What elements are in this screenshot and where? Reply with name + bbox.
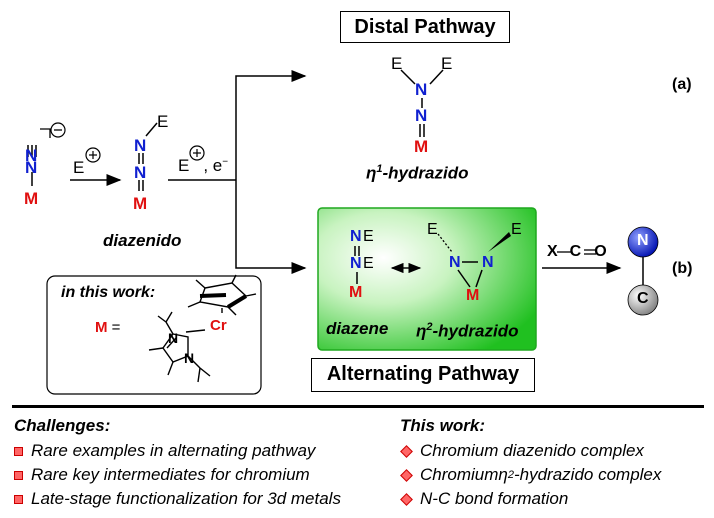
- m-equals: M =: [95, 319, 121, 336]
- eta2-hydrazido-label: η2-hydrazido: [416, 321, 519, 341]
- diazenido-m: M: [133, 194, 148, 213]
- eta2-n2: N: [482, 254, 494, 271]
- eta2-e-right: E: [511, 221, 522, 238]
- diazenido-n1: N: [134, 136, 147, 155]
- divider: [12, 405, 704, 408]
- square-bullet-icon: [14, 446, 23, 456]
- in-this-work-label: in this work:: [61, 284, 156, 301]
- challenge-item-3: Late-stage functionalization for 3d meta…: [14, 489, 341, 509]
- ball-label-c: C: [637, 290, 649, 307]
- this-work-title: This work:: [400, 416, 486, 435]
- eta2-n1: N: [449, 254, 461, 271]
- challenge-item-1: Rare examples in alternating pathway: [14, 441, 315, 461]
- nitrogen-ball: [627, 226, 659, 258]
- diazenido-structure: [138, 122, 158, 191]
- dinitrogen-anion: [27, 122, 66, 186]
- square-bullet-icon: [14, 470, 23, 480]
- diazene-e1: E: [363, 228, 374, 245]
- this-work-item-1: Chromium diazenido complex: [400, 441, 644, 461]
- eta1-hydrazido-structure: [400, 69, 444, 137]
- atom-m1: M: [24, 189, 39, 208]
- diazene-m: M: [349, 284, 363, 301]
- diamond-bullet-icon: [400, 492, 413, 506]
- diazene-label: diazene: [326, 319, 389, 338]
- eta1-n1: N: [415, 80, 428, 99]
- in-this-work-box: [46, 275, 262, 395]
- chromium-complex-sketch: [148, 274, 257, 383]
- diazenido-label: diazenido: [103, 231, 182, 250]
- eta1-hydrazido-label: η1-hydrazido: [366, 163, 469, 183]
- this-work-item-3: N-C bond formation: [400, 489, 568, 509]
- eta1-e-left: E: [391, 54, 403, 73]
- diazenido-e: E: [157, 112, 169, 131]
- eta2-hydrazido-structure: [437, 232, 511, 288]
- nhc-n1: N: [168, 330, 179, 346]
- carbon-ball: [627, 284, 659, 316]
- eta1-e-right: E: [441, 54, 453, 73]
- square-bullet-icon: [14, 494, 23, 504]
- challenges-title: Challenges:: [14, 416, 111, 435]
- atom-n2: N: [25, 158, 38, 177]
- challenge-item-2: Rare key intermediates for chromium: [14, 465, 310, 485]
- cr-label: Cr: [210, 317, 227, 334]
- alternating-pathway-title: Alternating Pathway: [311, 358, 535, 392]
- ball-label-n: N: [637, 232, 649, 249]
- diazene-e2: E: [363, 255, 374, 272]
- diazene-structure: [354, 246, 422, 284]
- reagent-e2: E, e−: [178, 156, 229, 175]
- diamond-bullet-icon: [400, 444, 413, 458]
- alternating-highlight-box: [317, 207, 537, 351]
- diazene-n1: N: [350, 228, 362, 245]
- eta1-m: M: [414, 137, 429, 156]
- distal-pathway-title: Distal Pathway: [340, 11, 510, 43]
- tag-b: (b): [672, 260, 693, 277]
- eta1-n2: N: [415, 106, 428, 125]
- nhc-n2: N: [184, 350, 195, 366]
- eta2-e-left: E: [427, 221, 438, 238]
- atom-n1: N: [25, 146, 38, 165]
- diazene-n2: N: [350, 255, 362, 272]
- diazenido-n2: N: [134, 163, 147, 182]
- eta2-m: M: [466, 287, 480, 304]
- diamond-bullet-icon: [400, 468, 413, 482]
- tag-a: (a): [672, 76, 692, 93]
- reagent-e1: E: [73, 158, 85, 177]
